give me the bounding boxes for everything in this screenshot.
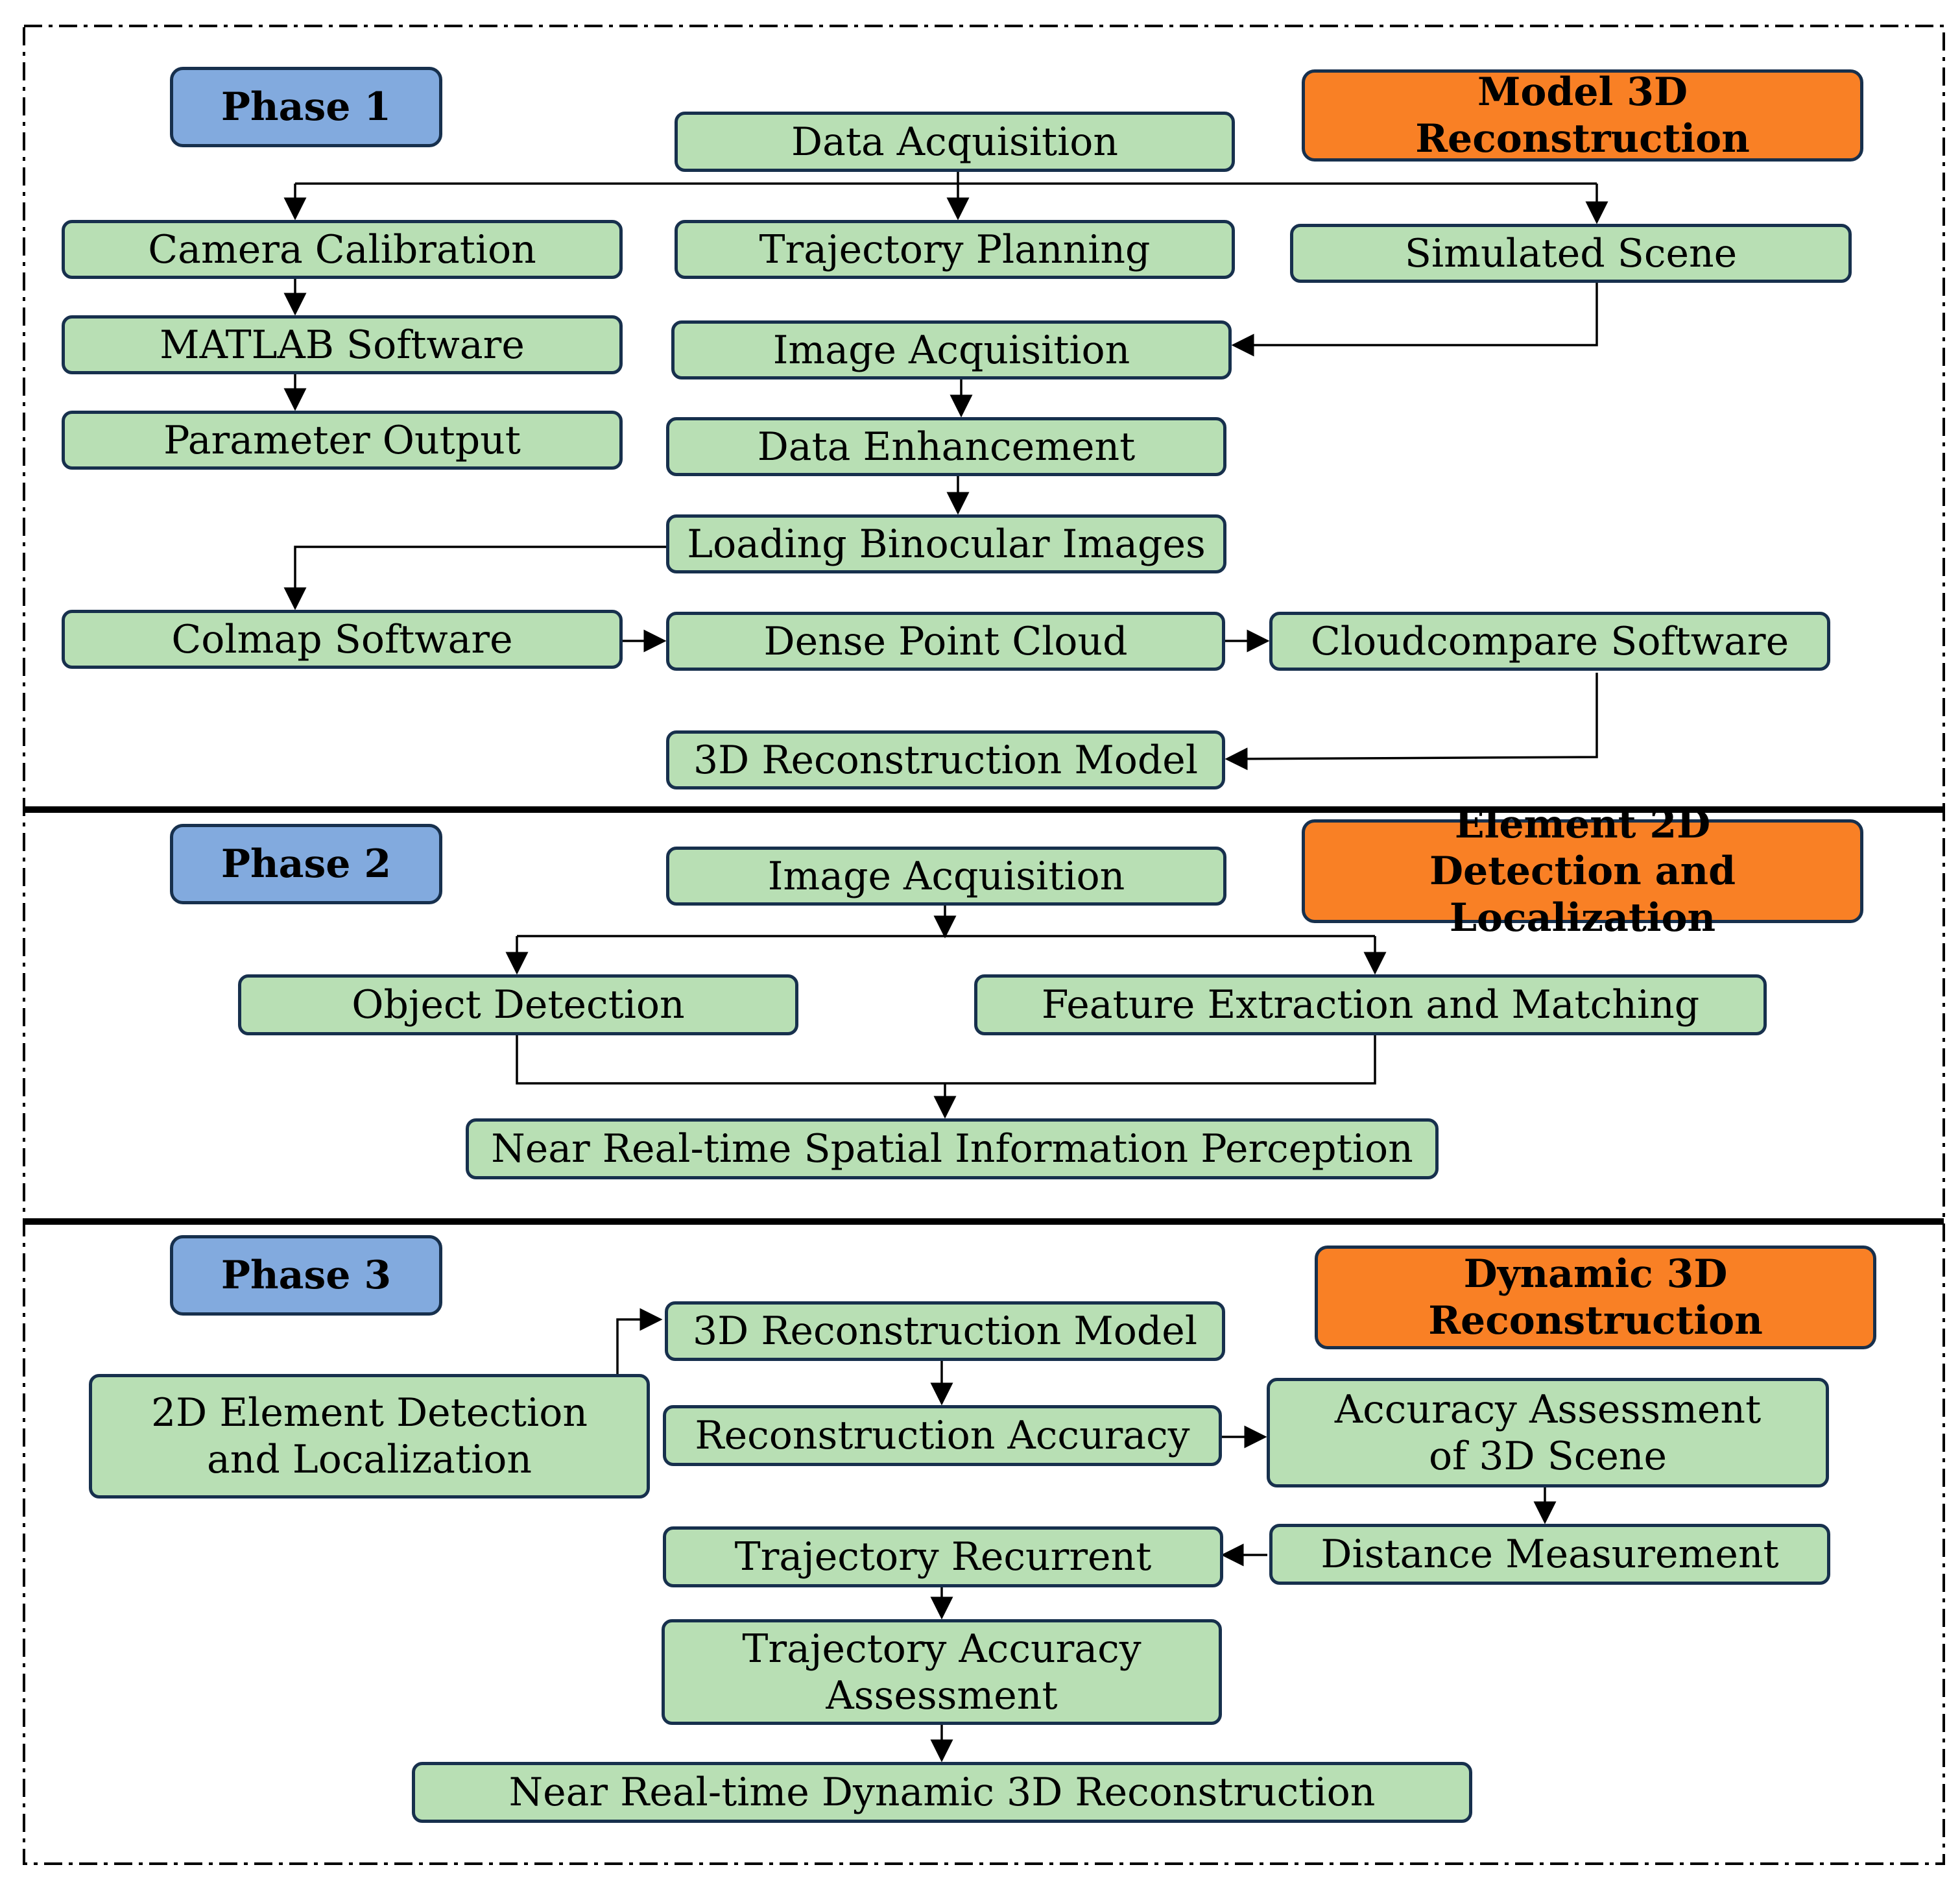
step-trajectory-recurrent: Trajectory Recurrent: [663, 1526, 1223, 1587]
phase-3-label: Phase 3: [170, 1235, 442, 1316]
step-feature-extraction-matching: Feature Extraction and Matching: [974, 974, 1767, 1035]
step-image-acquisition: Image Acquisition: [666, 847, 1226, 906]
step-image-acquisition: Image Acquisition: [671, 320, 1232, 379]
phase-3-title: Dynamic 3D Reconstruction: [1315, 1246, 1876, 1349]
arrow: [616, 1308, 663, 1374]
step-3d-reconstruction-model: 3D Reconstruction Model: [665, 1301, 1225, 1361]
step-loading-binocular-images: Loading Binocular Images: [666, 514, 1226, 573]
phase-2-label: Phase 2: [170, 824, 442, 904]
arrow: [283, 546, 666, 610]
step-2d-element-detection: 2D Element Detection and Localization: [89, 1374, 650, 1499]
outer-frame: [23, 25, 1945, 1865]
step-3d-reconstruction-model: 3D Reconstruction Model: [666, 730, 1225, 789]
step-simulated-scene: Simulated Scene: [1290, 224, 1852, 283]
step-object-detection: Object Detection: [238, 974, 798, 1035]
step-distance-measurement: Distance Measurement: [1269, 1524, 1830, 1585]
step-dynamic-3d-reconstruction: Near Real-time Dynamic 3D Reconstruction: [412, 1762, 1472, 1823]
step-parameter-output: Parameter Output: [62, 411, 623, 470]
step-camera-calibration: Camera Calibration: [62, 220, 623, 279]
step-data-acquisition: Data Acquisition: [675, 112, 1235, 172]
arrow: [1225, 673, 1598, 771]
connector: [516, 1035, 1376, 1085]
step-cloudcompare-software: Cloudcompare Software: [1269, 612, 1830, 671]
step-trajectory-accuracy-assessment: Trajectory Accuracy Assessment: [662, 1619, 1222, 1725]
step-dense-point-cloud: Dense Point Cloud: [666, 612, 1225, 671]
step-reconstruction-accuracy: Reconstruction Accuracy: [663, 1405, 1222, 1466]
step-colmap-software: Colmap Software: [62, 610, 623, 669]
phase-1-title: Model 3D Reconstruction: [1302, 69, 1863, 162]
phase-1-label: Phase 1: [170, 67, 442, 147]
step-spatial-information-perception: Near Real-time Spatial Information Perce…: [466, 1118, 1439, 1179]
step-accuracy-assessment-3d-scene: Accuracy Assessment of 3D Scene: [1267, 1378, 1829, 1487]
step-trajectory-planning: Trajectory Planning: [675, 220, 1235, 279]
phase-2-title: Element 2D Detection and Localization: [1302, 802, 1863, 941]
step-matlab-software: MATLAB Software: [62, 315, 623, 374]
step-data-enhancement: Data Enhancement: [666, 417, 1226, 476]
arrow: [1231, 283, 1598, 357]
